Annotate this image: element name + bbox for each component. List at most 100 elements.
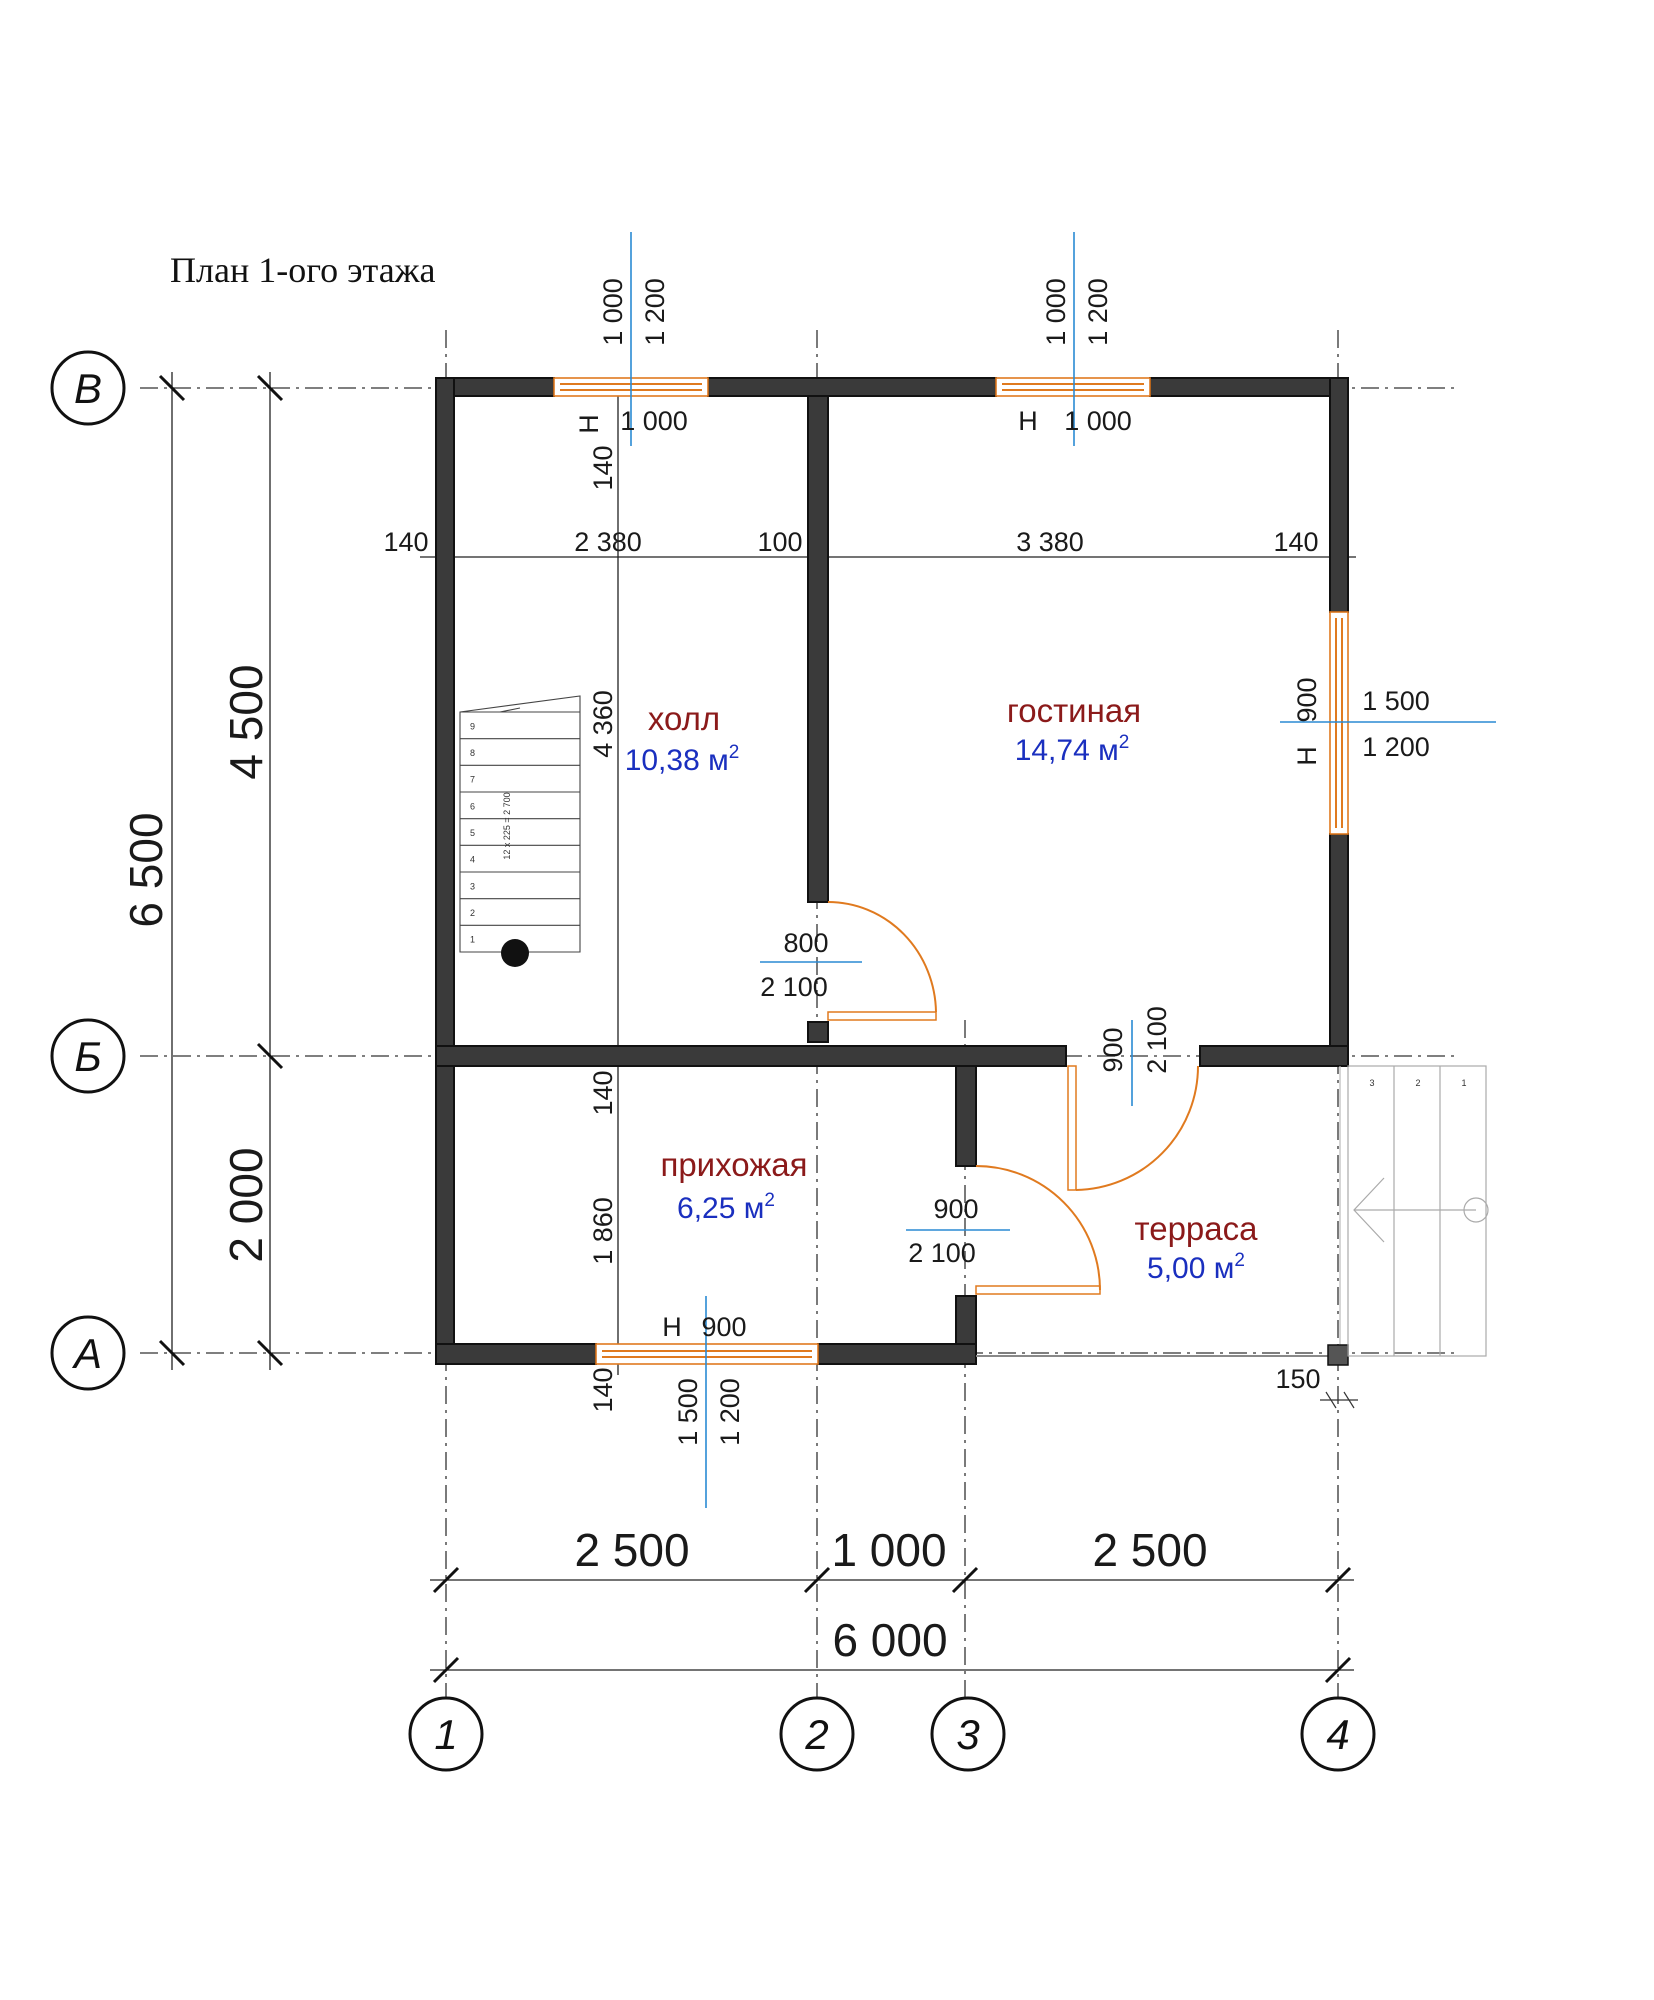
window-markers: 1 000 1 200 Н 1 000 1 000 1 200 Н 1 000 … bbox=[574, 232, 1496, 1508]
room-area-living-sup: 2 bbox=[1119, 732, 1130, 753]
wall bbox=[435, 1045, 1067, 1067]
dim-140-left: 140 bbox=[383, 527, 428, 557]
axis-marker-b bbox=[50, 1018, 126, 1094]
doors: 800 2 100 900 2 100 900 2 100 bbox=[760, 901, 1199, 1295]
window-bottom bbox=[595, 1343, 819, 1365]
plan-title: План 1-ого этажа bbox=[170, 250, 436, 290]
dim-3380: 3 380 bbox=[1016, 527, 1084, 557]
dim-horiz-seg2: 1 000 bbox=[831, 1524, 946, 1576]
window-top-left-sill-label: Н bbox=[574, 414, 604, 434]
room-area-terrace: 5,00 м2 bbox=[1147, 1250, 1245, 1285]
walls bbox=[435, 377, 1349, 1365]
axis-label-v: В bbox=[74, 365, 102, 412]
stair-outline bbox=[459, 695, 581, 953]
wall bbox=[807, 1021, 829, 1043]
stair-start-dot bbox=[501, 939, 529, 967]
dim-tick bbox=[1324, 1656, 1352, 1684]
axis-marker-v bbox=[50, 350, 126, 426]
dim-mark bbox=[1343, 1391, 1355, 1409]
dim-2380: 2 380 bbox=[574, 527, 642, 557]
axis-marker-4 bbox=[1300, 1696, 1376, 1772]
dim-140-mid: 140 bbox=[588, 1070, 618, 1115]
room-area-foyer-value: 6,25 м bbox=[677, 1192, 764, 1225]
room-name-living: гостиная bbox=[1007, 692, 1141, 729]
door-terrace-living-width: 900 bbox=[1098, 1027, 1128, 1072]
window-top-right-sill: 1 000 bbox=[1064, 406, 1132, 436]
porch-step-label: 3 bbox=[1369, 1078, 1374, 1088]
stair-step-number: 5 bbox=[470, 828, 475, 838]
dim-140-top: 140 bbox=[588, 445, 618, 490]
wall bbox=[807, 395, 829, 903]
porch-outline bbox=[1347, 1065, 1487, 1357]
window-top-right bbox=[995, 377, 1151, 397]
stair-line bbox=[499, 707, 521, 713]
porch-step-label: 2 bbox=[1415, 1078, 1420, 1088]
stair-step-number: 8 bbox=[470, 748, 475, 758]
wall bbox=[1329, 833, 1349, 1065]
room-area-terrace-value: 5,00 м bbox=[1147, 1252, 1234, 1285]
horizontal-dimensions: 2 500 1 000 2 500 6 000 bbox=[430, 1524, 1354, 1684]
dim-150: 150 bbox=[1275, 1364, 1320, 1394]
door-hall-living-width: 800 bbox=[783, 928, 828, 958]
terrace-outline: 150 bbox=[976, 1066, 1358, 1409]
dim-4360: 4 360 bbox=[588, 690, 618, 758]
stair-step-number: 1 bbox=[470, 935, 475, 945]
axis-marker-2 bbox=[779, 1696, 855, 1772]
windows bbox=[553, 377, 1349, 1365]
axis-label-1: 1 bbox=[434, 1711, 457, 1758]
room-area-hall-value: 10,38 м bbox=[625, 744, 729, 777]
stair-step-number: 9 bbox=[470, 721, 475, 731]
room-area-living-value: 14,74 м bbox=[1015, 734, 1119, 767]
interior-dims: 140 2 380 100 3 380 140 140 4 360 140 1 … bbox=[383, 380, 1356, 1413]
stair-step-number: 3 bbox=[470, 881, 475, 891]
axis-marker-1 bbox=[408, 1696, 484, 1772]
room-labels: холл 10,38 м2 гостиная 14,74 м2 прихожая… bbox=[625, 692, 1258, 1285]
wall bbox=[435, 1343, 597, 1365]
wall bbox=[1329, 377, 1349, 613]
room-area-living: 14,74 м2 bbox=[1015, 732, 1130, 767]
window-right-height: 1 200 bbox=[1362, 732, 1430, 762]
window-right bbox=[1329, 611, 1349, 835]
terrace-post bbox=[1327, 1344, 1349, 1366]
axis-marker-3 bbox=[930, 1696, 1006, 1772]
dim-vert-total: 6 500 bbox=[120, 812, 172, 927]
axis-label-4: 4 bbox=[1326, 1711, 1349, 1758]
window-top-right-width: 1 000 bbox=[1041, 278, 1071, 346]
dim-tick bbox=[432, 1566, 460, 1594]
stair-step-number: 4 bbox=[470, 855, 475, 865]
stair-step-number: 2 bbox=[470, 908, 475, 918]
window-bottom-height: 1 200 bbox=[715, 1378, 745, 1446]
dim-vert-upper: 4 500 bbox=[220, 664, 272, 779]
axis-label-3: 3 bbox=[956, 1711, 979, 1758]
door-foyer-terrace-height: 2 100 bbox=[908, 1238, 976, 1268]
door-foyer-terrace-width: 900 bbox=[933, 1194, 978, 1224]
window-bottom-width: 1 500 bbox=[673, 1378, 703, 1446]
window-top-left-width: 1 000 bbox=[598, 278, 628, 346]
stair-step-number: 6 bbox=[470, 801, 475, 811]
dim-tick bbox=[256, 374, 284, 402]
dim-tick bbox=[803, 1566, 831, 1594]
porch-steps: 3 2 1 bbox=[1347, 1065, 1489, 1357]
door-terrace-living-height: 2 100 bbox=[1142, 1006, 1172, 1074]
wall bbox=[955, 1065, 977, 1167]
door-swing-hall-living bbox=[827, 901, 937, 1013]
dim-mark bbox=[1325, 1391, 1337, 1409]
wall bbox=[1149, 377, 1349, 397]
room-area-foyer: 6,25 м2 bbox=[677, 1190, 775, 1225]
room-area-hall: 10,38 м2 bbox=[625, 742, 740, 777]
stair-step-number: 7 bbox=[470, 775, 475, 785]
room-area-hall-sup: 2 bbox=[729, 742, 740, 763]
window-bottom-sill-label: Н bbox=[662, 1312, 682, 1342]
porch-step-label: 1 bbox=[1461, 1078, 1466, 1088]
door-swing-terrace-living bbox=[1075, 1065, 1199, 1191]
door-leaf-foyer-terrace bbox=[975, 1285, 1101, 1295]
dim-horiz-seg3: 2 500 bbox=[1092, 1524, 1207, 1576]
dim-tick bbox=[158, 1339, 186, 1367]
axis-label-b: Б bbox=[74, 1033, 101, 1080]
wall bbox=[435, 377, 455, 1365]
porch-arrow-head bbox=[1353, 1177, 1385, 1243]
dim-tick bbox=[158, 374, 186, 402]
window-top-right-sill-label: Н bbox=[1018, 406, 1038, 436]
door-hall-living-height: 2 100 bbox=[760, 972, 828, 1002]
room-area-terrace-sup: 2 bbox=[1234, 1250, 1245, 1271]
